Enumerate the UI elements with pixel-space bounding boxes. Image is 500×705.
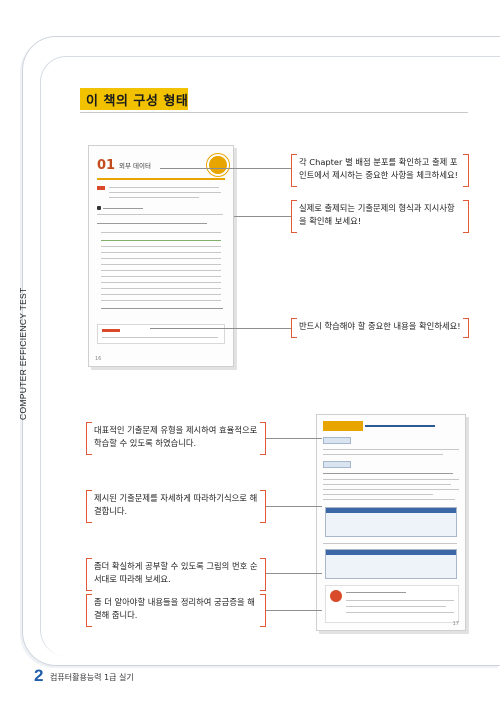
text-line — [323, 494, 433, 495]
inner-frame — [40, 56, 500, 656]
table-line — [101, 288, 221, 289]
table-line — [101, 246, 221, 247]
callout-chapter-frequency: 각 Chapter 별 배점 분포를 확인하고 출제 포인트에서 제시하는 중요… — [291, 154, 469, 187]
text-line — [101, 308, 223, 309]
connector-line — [150, 328, 291, 329]
sample-page-exercise: 17 — [316, 414, 466, 631]
text-line — [323, 473, 453, 474]
connector-line — [160, 168, 291, 169]
table-line — [101, 252, 221, 253]
chapter-number: 01 — [97, 158, 116, 173]
text-line — [97, 214, 223, 215]
text-line — [102, 337, 218, 338]
score-badge-icon — [207, 154, 229, 176]
text-line — [97, 223, 207, 224]
callout-must-learn: 반드시 학습해야 할 중요한 내용을 확인하세요! — [291, 318, 469, 338]
point-marker — [97, 186, 105, 190]
label-tag — [323, 461, 351, 468]
tip-box — [325, 585, 459, 623]
title-highlight — [80, 88, 188, 110]
sample-page-chapter: 01 외부 데이터 16 — [88, 145, 234, 367]
table-line — [101, 270, 221, 271]
chapter-title: 외부 데이터 — [119, 162, 151, 170]
text-line — [323, 489, 459, 490]
text-line — [109, 187, 219, 188]
text-line — [346, 600, 454, 601]
text-line — [109, 197, 199, 198]
title-divider — [80, 112, 468, 113]
page-title: 이 책의 구성 형태 — [86, 94, 189, 109]
table-line — [101, 282, 221, 283]
table-line — [101, 258, 221, 259]
table-line — [101, 294, 221, 295]
page-number: 16 — [95, 356, 102, 362]
table-line — [101, 232, 221, 233]
screenshot-titlebar — [326, 550, 456, 555]
callout-summary-tips: 좀 더 알아야할 내용들을 정리하여 궁금증을 해결해 줍니다. — [86, 594, 266, 627]
text-line — [323, 499, 455, 500]
connector-line — [266, 610, 322, 611]
bullet-icon — [97, 206, 101, 210]
text-line — [109, 192, 221, 193]
key-point-marker — [102, 329, 120, 332]
section-underline — [365, 425, 435, 427]
label-tag — [323, 437, 351, 444]
text-line — [323, 479, 459, 480]
text-line — [346, 606, 446, 607]
table-line — [101, 264, 221, 265]
text-line — [346, 592, 406, 593]
text-line — [323, 454, 443, 455]
footer-book-title: 컴퓨터활용능력 1급 실기 — [50, 673, 134, 682]
chapter-header — [97, 156, 225, 180]
callout-real-exam-format: 실제로 출제되는 기출문제의 형식과 지시사항을 확인해 보세요! — [291, 200, 469, 233]
screenshot-image — [325, 549, 457, 579]
callout-representative-types: 대표적인 기출문제 유형을 제시하여 효율적으로 학습할 수 있도록 하였습니다… — [86, 422, 266, 455]
table-line — [101, 300, 221, 301]
page-number: 17 — [452, 621, 459, 627]
side-label: COMPUTER EFFICIENCY TEST — [18, 287, 28, 420]
footer-page-number: 2 — [34, 666, 44, 685]
section-tag — [323, 421, 363, 431]
screenshot-titlebar — [326, 508, 456, 513]
text-line — [323, 449, 459, 450]
tip-icon — [330, 590, 342, 602]
connector-line — [266, 506, 322, 507]
connector-line — [266, 438, 322, 439]
key-point-box — [97, 324, 225, 344]
table-line — [101, 276, 221, 277]
text-line — [323, 543, 457, 544]
text-line — [346, 612, 454, 613]
connector-line — [234, 216, 291, 217]
callout-detailed-steps: 제시된 기출문제를 자세하게 따라하기식으로 해결합니다. — [86, 490, 266, 523]
screenshot-image — [325, 507, 457, 537]
text-line — [103, 208, 143, 209]
connector-line — [266, 573, 322, 574]
text-line — [323, 484, 451, 485]
table-line — [101, 240, 221, 241]
callout-screenshot-order: 좀더 확실하게 공부할 수 있도록 그림의 번호 순서대로 따라해 보세요. — [86, 558, 266, 591]
